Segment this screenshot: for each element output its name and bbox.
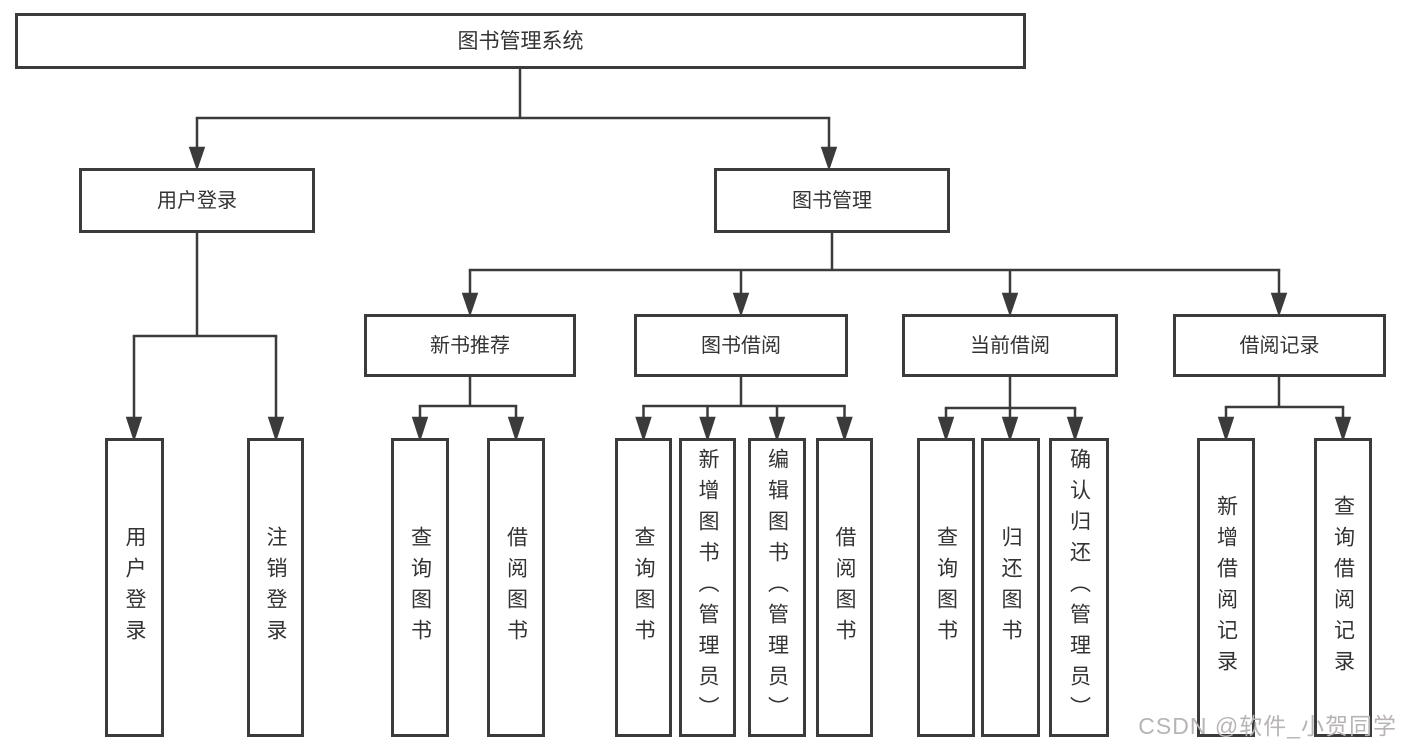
- leaf-borrow-book-label: 借阅图书: [833, 525, 856, 650]
- node-user-login: 用户登录: [79, 168, 315, 233]
- leaf-newrec-query-book-label: 查询图书: [408, 525, 432, 650]
- leaf-logout-label: 注销登录: [264, 525, 287, 650]
- node-borrow-record: 借阅记录: [1173, 314, 1386, 377]
- leaf-user-login: 用户登录: [105, 438, 164, 737]
- leaf-confirm-return-admin-label: 确认归还（管理员）: [1067, 448, 1091, 727]
- leaf-borrow-book: 借阅图书: [816, 438, 873, 737]
- leaf-newrec-borrow-book-label: 借阅图书: [504, 525, 528, 650]
- leaf-current-query-book: 查询图书: [917, 438, 975, 737]
- node-current-borrow-label: 当前借阅: [970, 334, 1050, 357]
- leaf-confirm-return-admin: 确认归还（管理员）: [1049, 438, 1109, 737]
- leaf-add-borrow-record: 新增借阅记录: [1197, 438, 1255, 737]
- node-root: 图书管理系统: [15, 13, 1026, 69]
- node-new-book-recommend: 新书推荐: [364, 314, 576, 377]
- csdn-watermark: CSDN @软件_小贺同学: [1138, 713, 1397, 739]
- leaf-borrow-query-book: 查询图书: [615, 438, 672, 737]
- node-book-borrow-label: 图书借阅: [701, 334, 781, 357]
- leaf-borrow-query-book-label: 查询图书: [632, 525, 655, 650]
- leaf-return-book-label: 归还图书: [999, 525, 1022, 650]
- leaf-add-book-admin-label: 新增图书（管理员）: [696, 448, 719, 727]
- leaf-newrec-borrow-book: 借阅图书: [487, 438, 545, 737]
- leaf-add-book-admin: 新增图书（管理员）: [679, 438, 736, 737]
- leaf-return-book: 归还图书: [981, 438, 1040, 737]
- leaf-add-borrow-record-label: 新增借阅记录: [1214, 494, 1238, 681]
- node-user-login-label: 用户登录: [157, 189, 237, 212]
- node-root-label: 图书管理系统: [457, 29, 584, 53]
- node-book-mgmt: 图书管理: [714, 168, 950, 233]
- leaf-logout: 注销登录: [247, 438, 304, 737]
- leaf-user-login-label: 用户登录: [123, 525, 146, 650]
- node-book-borrow: 图书借阅: [634, 314, 848, 377]
- leaf-edit-book-admin: 编辑图书（管理员）: [748, 438, 806, 737]
- leaf-edit-book-admin-label: 编辑图书（管理员）: [765, 448, 789, 727]
- node-borrow-record-label: 借阅记录: [1239, 334, 1320, 357]
- node-book-mgmt-label: 图书管理: [792, 189, 872, 212]
- leaf-current-query-book-label: 查询图书: [934, 525, 958, 650]
- leaf-query-borrow-record: 查询借阅记录: [1314, 438, 1372, 737]
- leaf-newrec-query-book: 查询图书: [391, 438, 449, 737]
- node-current-borrow: 当前借阅: [902, 314, 1118, 377]
- leaf-query-borrow-record-label: 查询借阅记录: [1331, 494, 1355, 681]
- node-new-book-recommend-label: 新书推荐: [430, 334, 510, 357]
